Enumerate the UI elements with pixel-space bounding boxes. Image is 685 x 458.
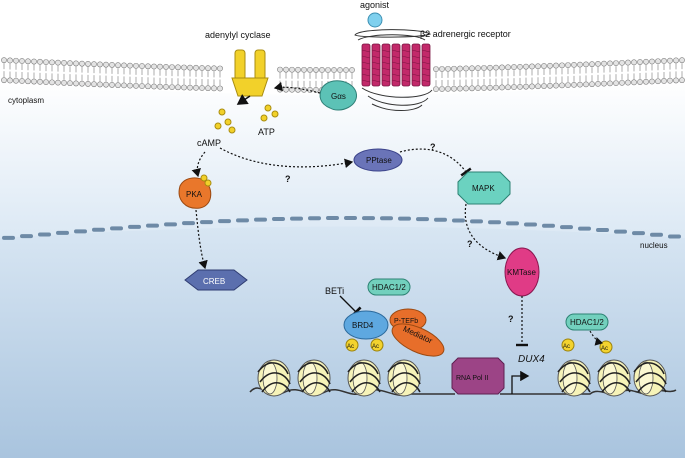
nuclear-envelope (2, 216, 681, 240)
pka-protein (178, 174, 212, 209)
transcription-start-arrow (511, 370, 530, 394)
b2-adrenergic-receptor (354, 29, 433, 111)
hdac-right-arrow (589, 330, 604, 346)
brd4-label: BRD4 (352, 321, 374, 330)
rna-pol-ii (451, 357, 505, 395)
question-pptase-mapk: ? (430, 142, 436, 152)
camp-to-pptase-arrow (219, 147, 354, 169)
receptor-label: β2 adrenergic receptor (420, 29, 511, 39)
mediator-complex (391, 323, 445, 357)
nucleosome (257, 359, 291, 397)
acetyl-mark-2: Ac (370, 338, 384, 352)
cyclase-output-arrow (236, 94, 251, 105)
nucleosome (297, 359, 331, 397)
agonist-ligand (367, 12, 383, 28)
question-camp-pptase: ? (285, 174, 291, 184)
agonist-label: agonist (360, 0, 390, 10)
gas-label: Gαs (331, 92, 346, 101)
extracellular-space (0, 0, 685, 60)
acetyl-mark-3: Ac (561, 338, 575, 352)
nucleosome (347, 359, 381, 397)
cytoplasm-label: cytoplasm (8, 96, 44, 105)
svg-text:Ac: Ac (347, 344, 354, 350)
pptase-inhibits-mapk (399, 148, 472, 177)
pka-label: PKA (186, 190, 203, 199)
pptase-label: PPtase (366, 156, 392, 165)
hdac-left-label: HDAC1/2 (372, 283, 406, 292)
svg-text:Ac: Ac (372, 344, 379, 350)
rnapol-label: RNA Pol II (456, 375, 488, 382)
atp-molecules (214, 104, 279, 134)
creb-protein (184, 269, 248, 291)
nucleosome-array (257, 359, 667, 397)
svg-text:Ac: Ac (601, 346, 608, 352)
hdac-left-protein (367, 278, 411, 296)
nucleosome (633, 359, 667, 397)
brd4-protein (343, 310, 389, 340)
hdac-right-label: HDAC1/2 (570, 318, 604, 327)
question-kmtase-dux4: ? (508, 314, 514, 324)
svg-text:Ac: Ac (563, 344, 570, 350)
creb-label: CREB (203, 277, 225, 286)
hdac-right-protein (565, 313, 609, 331)
nucleosome (387, 359, 421, 397)
nucleosome (557, 359, 591, 397)
beti-inhibits-brd4 (339, 295, 362, 318)
nucleus-region (0, 226, 685, 458)
plasma-membrane (1, 57, 685, 93)
ptefb-label: P-TEFb (394, 318, 418, 325)
adenylyl-cyclase-label: adenylyl cyclase (205, 30, 271, 40)
gas-to-cyclase-arrow (273, 81, 321, 94)
dux4-label: DUX4 (518, 354, 545, 365)
camp-label: cAMP (197, 138, 221, 148)
pka-to-creb-arrow (195, 209, 208, 270)
cytoplasm-region (0, 80, 685, 240)
mapk-protein (457, 171, 511, 205)
mapk-to-kmtase-arrow (464, 203, 507, 261)
nucleus-label: nucleus (640, 241, 668, 250)
kmtase-label: KMTase (507, 268, 536, 277)
atp-label: ATP (258, 127, 275, 137)
adenylyl-cyclase-protein (231, 49, 269, 97)
mapk-label: MAPK (472, 184, 495, 193)
acetyl-mark-1: Ac (345, 338, 359, 352)
pptase-protein (353, 148, 403, 172)
beti-label: BETi (325, 286, 344, 296)
camp-to-pka-arrow (191, 151, 206, 178)
question-mapk-kmtase: ? (467, 239, 473, 249)
g-alpha-s-protein (319, 80, 357, 111)
nucleosome (597, 359, 631, 397)
